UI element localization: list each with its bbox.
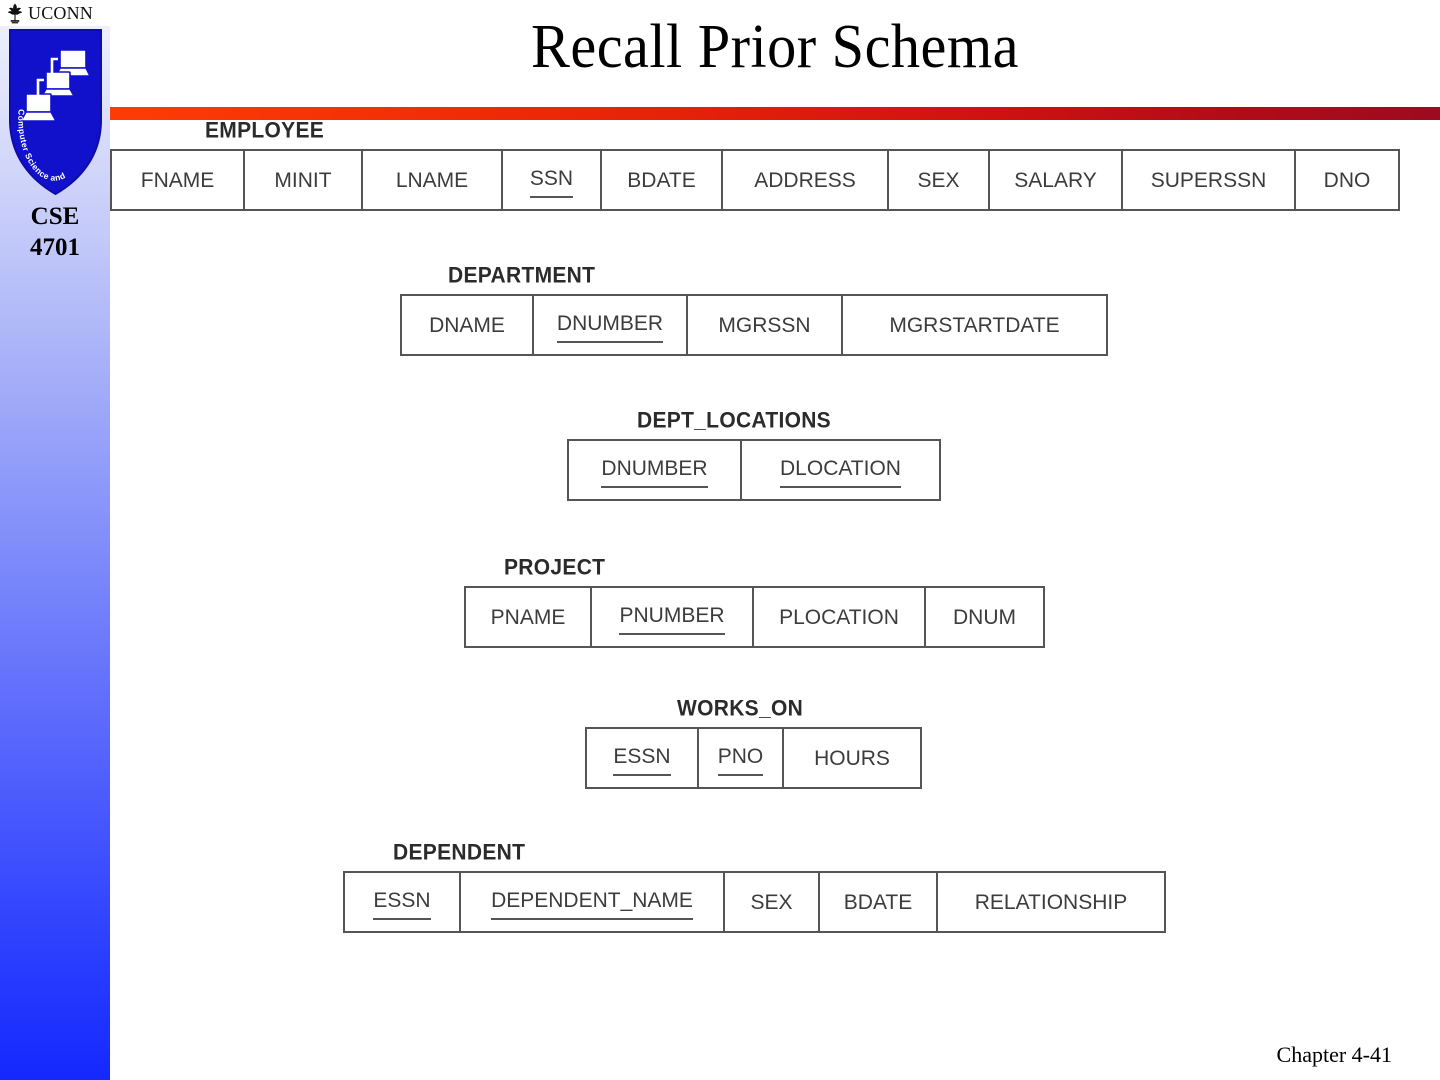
relation-name: DEPENDENT bbox=[393, 840, 526, 865]
attribute-cell: MINIT bbox=[245, 151, 363, 209]
attribute-label: SALARY bbox=[1014, 169, 1097, 192]
attribute-label: DNAME bbox=[429, 314, 505, 337]
attribute-label: RELATIONSHIP bbox=[974, 891, 1128, 914]
attribute-cell: MGRSTARTDATE bbox=[843, 296, 1106, 354]
attribute-cell-primary-key: PNO bbox=[699, 729, 784, 787]
attribute-cell: LNAME bbox=[363, 151, 503, 209]
attribute-cell-primary-key: PNUMBER bbox=[592, 588, 754, 646]
attribute-cell-primary-key: ESSN bbox=[587, 729, 699, 787]
footer-chapter-note: Chapter 4-41 bbox=[1276, 1042, 1392, 1067]
attribute-label: BDATE bbox=[843, 891, 913, 914]
attribute-label: PNO bbox=[717, 745, 764, 776]
relation-dept_locations: DEPT_LOCATIONS DNUMBER DLOCATION bbox=[567, 408, 941, 501]
attribute-cell: DNO bbox=[1296, 151, 1398, 209]
attribute-label: MINIT bbox=[274, 169, 332, 192]
relation-department: DEPARTMENT DNAME DNUMBER MGRSSN MGRSTARTDATE bbox=[400, 263, 1108, 356]
attribute-label: SSN bbox=[529, 167, 574, 198]
attribute-label: DNUMBER bbox=[556, 312, 664, 343]
attribute-label: MGRSTARTDATE bbox=[889, 314, 1060, 337]
relation-name: EMPLOYEE bbox=[205, 118, 325, 143]
attribute-cell: FNAME bbox=[112, 151, 245, 209]
attribute-label: PNUMBER bbox=[619, 604, 725, 635]
attribute-label: SUPERSSN bbox=[1150, 169, 1267, 192]
attribute-cell: DNAME bbox=[402, 296, 534, 354]
page-title: Recall Prior Schema bbox=[531, 13, 1019, 81]
attribute-cell: DNUM bbox=[926, 588, 1043, 646]
relation-attribute-row: FNAME MINIT LNAME SSN BDATE ADDRESS SEX SALARY S… bbox=[110, 149, 1400, 211]
course-number: 4701 bbox=[30, 233, 80, 261]
sidebar-course-label: CSE 4701 bbox=[0, 202, 110, 263]
attribute-cell: ADDRESS bbox=[723, 151, 889, 209]
attribute-label: DNUM bbox=[953, 606, 1016, 629]
attribute-cell-primary-key: DLOCATION bbox=[742, 441, 939, 499]
relation-attribute-row: PNAME PNUMBER PLOCATION DNUM bbox=[464, 586, 1045, 648]
attribute-cell: BDATE bbox=[602, 151, 723, 209]
attribute-cell: SUPERSSN bbox=[1123, 151, 1296, 209]
attribute-label: ESSN bbox=[613, 745, 671, 776]
relation-name: DEPT_LOCATIONS bbox=[637, 408, 831, 433]
relation-name: WORKS_ON bbox=[677, 696, 804, 721]
attribute-label: BDATE bbox=[627, 169, 696, 192]
relational-schema-diagram: EMPLOYEE FNAME MINIT LNAME SSN BDATE ADDRESS SE… bbox=[0, 118, 1440, 1020]
attribute-cell: BDATE bbox=[820, 873, 938, 931]
course-code: CSE bbox=[30, 203, 80, 230]
title-area: Recall Prior Schema bbox=[110, 0, 1440, 106]
attribute-label: HOURS bbox=[814, 747, 890, 770]
attribute-cell: HOURS bbox=[784, 729, 920, 787]
uconn-wordmark-text: UCONN bbox=[28, 3, 94, 23]
relation-attribute-row: ESSN PNO HOURS bbox=[585, 727, 922, 789]
attribute-label: FNAME bbox=[140, 169, 215, 192]
uconn-wordmark: UCONN bbox=[0, 0, 110, 26]
attribute-cell: MGRSSN bbox=[688, 296, 843, 354]
attribute-cell-primary-key: ESSN bbox=[345, 873, 461, 931]
relation-name: DEPARTMENT bbox=[448, 263, 596, 288]
attribute-label: PLOCATION bbox=[779, 606, 899, 629]
relation-attribute-row: DNAME DNUMBER MGRSSN MGRSTARTDATE bbox=[400, 294, 1108, 356]
attribute-cell-primary-key: SSN bbox=[503, 151, 602, 209]
attribute-cell: SEX bbox=[889, 151, 990, 209]
attribute-cell: SALARY bbox=[990, 151, 1123, 209]
relation-dependent: DEPENDENT ESSN DEPENDENT_NAME SEX BDATE RELAT… bbox=[343, 840, 1166, 933]
relation-project: PROJECT PNAME PNUMBER PLOCATION DNUM bbox=[464, 555, 1045, 648]
attribute-label: MGRSSN bbox=[718, 314, 811, 337]
relation-employee: EMPLOYEE FNAME MINIT LNAME SSN BDATE ADDRESS SE… bbox=[110, 118, 1400, 211]
attribute-cell-primary-key: DNUMBER bbox=[534, 296, 688, 354]
title-divider-rule bbox=[110, 107, 1440, 120]
attribute-cell: PNAME bbox=[466, 588, 592, 646]
relation-attribute-row: DNUMBER DLOCATION bbox=[567, 439, 941, 501]
attribute-label: DNUMBER bbox=[601, 457, 708, 488]
attribute-cell: PLOCATION bbox=[754, 588, 926, 646]
attribute-cell-primary-key: DNUMBER bbox=[569, 441, 742, 499]
attribute-label: PNAME bbox=[490, 606, 566, 629]
attribute-label: LNAME bbox=[395, 169, 469, 192]
cse-shield-icon: Computer Science and Engineering bbox=[8, 28, 102, 196]
attribute-label: DEPENDENT_NAME bbox=[491, 889, 693, 920]
attribute-label: DNO bbox=[1323, 169, 1371, 192]
relation-attribute-row: ESSN DEPENDENT_NAME SEX BDATE RELATIONSHIP bbox=[343, 871, 1166, 933]
attribute-label: SEX bbox=[917, 169, 960, 192]
sidebar: UCONN Computer Science and Eng bbox=[0, 0, 110, 1080]
attribute-label: ADDRESS bbox=[754, 169, 856, 192]
attribute-label: ESSN bbox=[373, 889, 431, 920]
relation-name: PROJECT bbox=[504, 555, 606, 580]
attribute-label: DLOCATION bbox=[780, 457, 901, 488]
attribute-cell: SEX bbox=[725, 873, 820, 931]
attribute-cell: RELATIONSHIP bbox=[938, 873, 1164, 931]
attribute-cell-primary-key: DEPENDENT_NAME bbox=[461, 873, 725, 931]
uconn-oak-icon bbox=[7, 3, 23, 24]
attribute-label: SEX bbox=[750, 891, 793, 914]
